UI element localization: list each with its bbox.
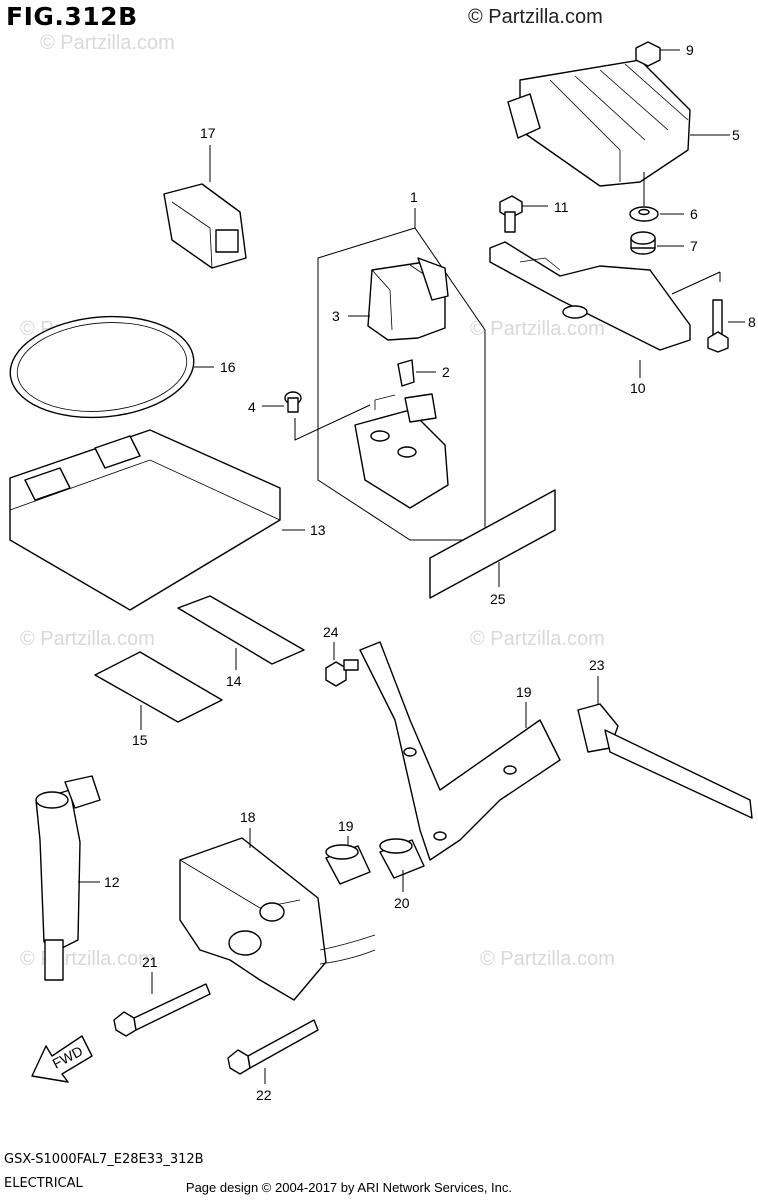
callout-20: 20 <box>394 895 410 911</box>
cable-tie-clamp-part[interactable] <box>577 703 753 819</box>
callout-1: 1 <box>410 189 418 205</box>
section-name: ELECTRICAL <box>4 1176 83 1191</box>
callout-17: 17 <box>200 125 216 141</box>
callout-5: 5 <box>732 127 740 143</box>
page-credit: Page design © 2004-2017 by ARI Network S… <box>185 1180 512 1195</box>
callout-25: 25 <box>490 591 506 607</box>
callout-8: 8 <box>748 314 756 330</box>
callout-3: 3 <box>332 308 340 324</box>
label-part[interactable] <box>429 489 556 599</box>
watermark-text: © Partzilla.com <box>470 628 605 650</box>
ecm-part[interactable] <box>9 429 281 611</box>
callout-10: 10 <box>630 380 646 396</box>
regulator-rectifier-part[interactable] <box>507 59 691 187</box>
callout-12: 12 <box>104 874 120 890</box>
long-bolt-part[interactable] <box>707 299 729 353</box>
callout-19: 19 <box>516 684 532 700</box>
callout-22: 22 <box>256 1087 272 1103</box>
callout-24: 24 <box>323 624 339 640</box>
collar-part[interactable] <box>379 838 425 879</box>
callout-11: 11 <box>554 199 569 215</box>
callout-13: 13 <box>310 522 326 538</box>
mounting-bracket-part[interactable] <box>359 641 561 861</box>
tilt-sensor-part[interactable] <box>179 837 376 1001</box>
watermark-text: © Partzilla.com <box>20 628 155 650</box>
regulator-bracket-part[interactable] <box>489 241 691 351</box>
callout-6: 6 <box>690 206 698 222</box>
copyright-notice: © Partzilla.com <box>468 6 603 28</box>
pad-part[interactable] <box>177 595 305 665</box>
bolt-part[interactable] <box>325 659 359 687</box>
washer-part[interactable] <box>629 206 659 222</box>
callout-23: 23 <box>589 657 605 673</box>
watermark-text: © Partzilla.com <box>480 948 615 970</box>
callout-18: 18 <box>240 809 256 825</box>
figure-title: FIG.312B <box>6 2 138 31</box>
bolt-part[interactable] <box>113 983 211 1037</box>
relay-cover-part[interactable] <box>367 257 449 341</box>
seal-ring-part[interactable] <box>6 309 198 425</box>
callout-9: 9 <box>686 42 694 58</box>
callout-2: 2 <box>442 364 450 380</box>
model-code: GSX-S1000FAL7_E28E33_312B <box>4 1152 204 1167</box>
callout-21: 21 <box>142 954 158 970</box>
ignition-coil-part[interactable] <box>35 775 101 981</box>
callout-16: 16 <box>220 359 236 375</box>
callout-14: 14 <box>226 673 242 689</box>
fuse-part[interactable] <box>397 359 415 387</box>
watermark-text: © Partzilla.com <box>470 318 605 340</box>
callout-15: 15 <box>132 732 148 748</box>
callout-4: 4 <box>248 399 256 415</box>
bolt-part[interactable] <box>227 1019 319 1075</box>
forward-direction-arrow-icon: FWD <box>31 1035 93 1083</box>
pad-part[interactable] <box>94 651 223 723</box>
collar-part[interactable] <box>325 844 371 885</box>
callout-7: 7 <box>690 238 698 254</box>
nut-part[interactable] <box>635 41 661 67</box>
grommet-part[interactable] <box>630 231 656 255</box>
callout-19: 19 <box>338 818 354 834</box>
bolt-part[interactable] <box>499 195 523 233</box>
starter-relay-part[interactable] <box>354 393 449 509</box>
screw-part[interactable] <box>284 391 302 413</box>
watermark-text: © Partzilla.com <box>40 32 175 54</box>
connector-part[interactable] <box>163 183 247 269</box>
